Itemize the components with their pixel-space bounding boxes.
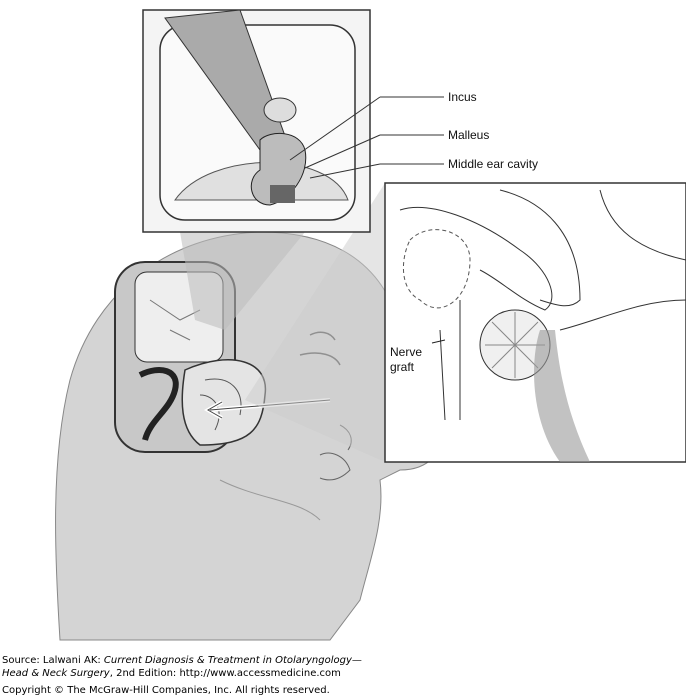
source-suffix: , 2nd Edition: http://www.accessmedicine…: [109, 668, 341, 679]
label-nerve: Nerve: [390, 345, 423, 359]
middle-ear-inset: [142, 9, 381, 233]
source-line-1: Source: Lalwani AK: Current Diagnosis & …: [2, 655, 362, 666]
source-title-2: Head & Neck Surgery: [2, 668, 110, 679]
label-middle-ear-cavity: Middle ear cavity: [448, 157, 539, 171]
label-graft: graft: [390, 360, 415, 374]
source-prefix: Source: Lalwani AK:: [2, 655, 104, 666]
source-line-2: Head & Neck Surgery, 2nd Edition: http:/…: [2, 668, 341, 679]
label-malleus: Malleus: [448, 128, 490, 142]
nerve-graft-inset: [384, 182, 686, 463]
label-incus: Incus: [448, 90, 477, 104]
source-title-1: Current Diagnosis & Treatment in Otolary…: [103, 655, 362, 666]
copyright: Copyright © The McGraw-Hill Companies, I…: [2, 685, 330, 696]
ear-pinna: [181, 359, 267, 446]
